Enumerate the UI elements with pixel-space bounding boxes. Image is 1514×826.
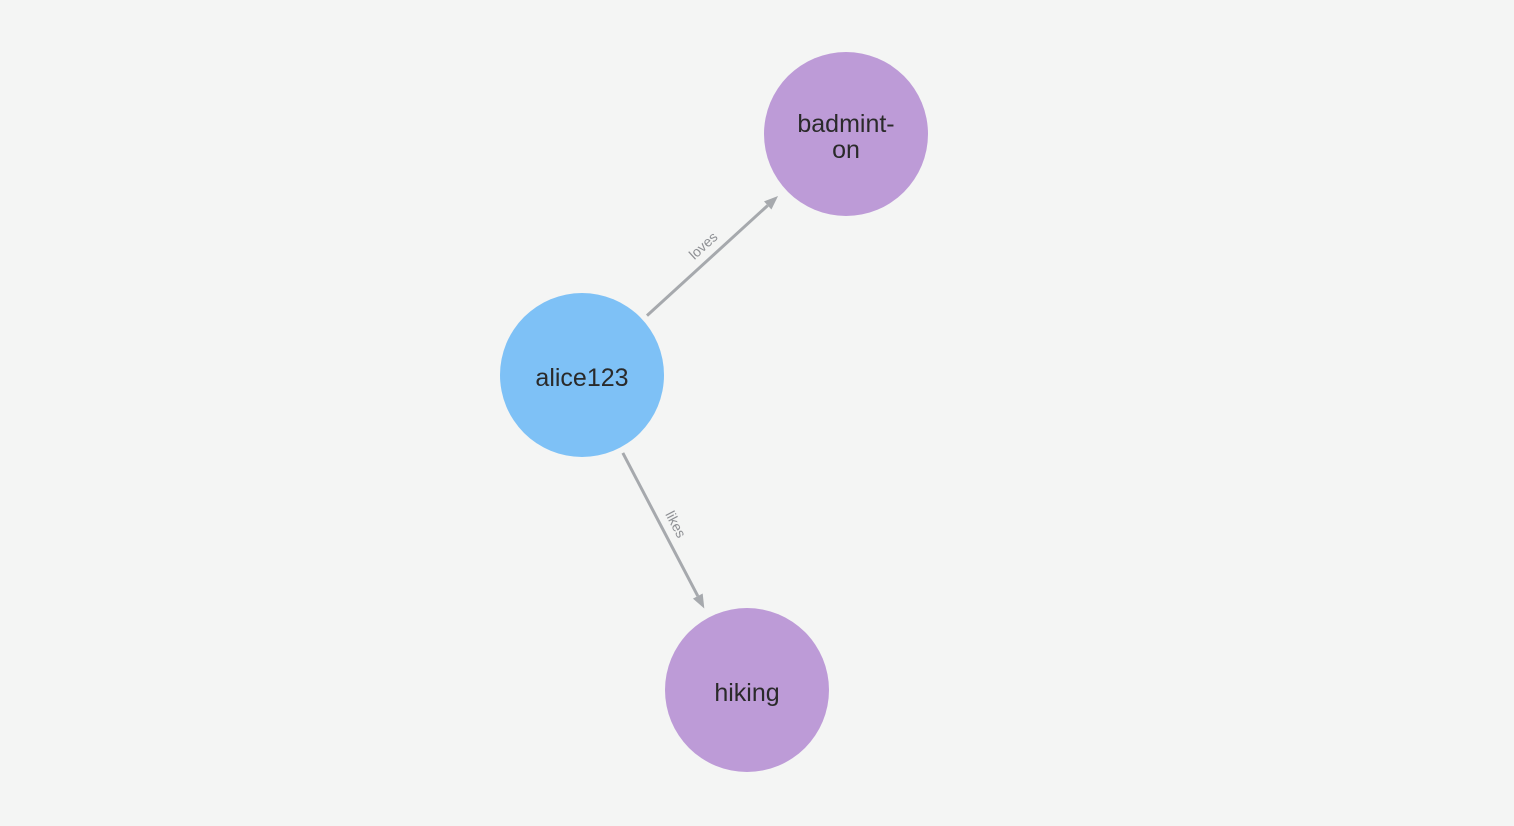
edge-label: loves [686,229,721,263]
graph-node-badminton[interactable] [764,52,928,216]
node-label: alice123 [535,364,628,392]
nodes-layer: alice123 badmint-on hiking [500,52,928,772]
edge-likes[interactable] [621,452,705,609]
graph-node-alice123[interactable] [500,293,664,457]
node-label: badmint- [797,110,894,138]
node-label: hiking [714,679,779,707]
graph-node-hiking[interactable] [665,608,829,772]
edge-loves[interactable] [645,196,779,317]
node-label: on [832,136,860,164]
